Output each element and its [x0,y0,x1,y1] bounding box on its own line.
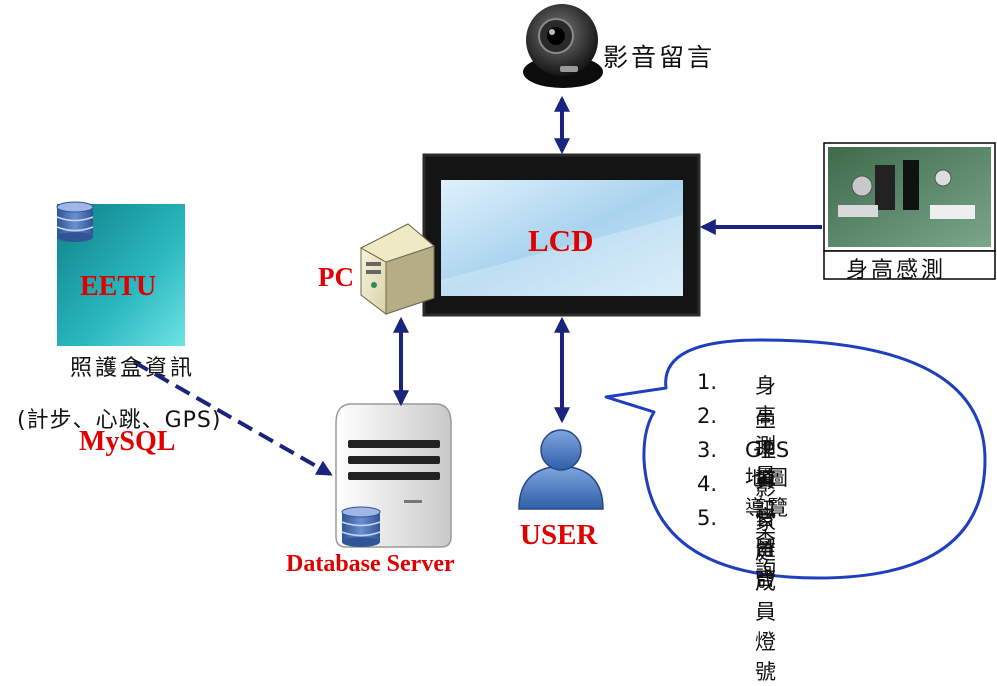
sensor-board-icon [823,142,996,280]
feature-item-text: 生理資訊查詢 [755,408,779,582]
feature-item-number: 1. [697,370,718,394]
feature-item-text: 身高測量 [755,374,779,488]
feature-item-number: 3. [697,438,718,462]
eetu-caption-line1: 照護盒資訊 [70,356,196,381]
pc-icon [359,223,436,316]
feature-item-number: 5. [697,506,718,530]
user-icon [518,429,604,510]
lcd-label: LCD [528,223,594,258]
user-label: USER [520,519,598,551]
lcd-monitor [422,153,701,317]
feature-item-text: 家庭成員燈號 [755,510,779,684]
diagram-canvas [56,4,996,580]
feature-item-number: 2. [697,404,718,428]
camera-label: 影音留言 [603,43,716,72]
database-server-label: Database Server [286,551,455,577]
sensor-label: 身高感測 [846,258,947,283]
feature-item-number: 4. [697,472,718,496]
mysql-label: MySQL [79,426,176,457]
eetu-label: EETU [80,271,157,302]
pc-label: PC [318,262,354,292]
speech-bubble [604,338,987,580]
feature-item-text: 影音留言 [755,476,779,590]
arrow-eetu-server [133,360,333,476]
webcam-icon [523,4,603,88]
feature-item-text: GPS地圖導覽 [745,438,791,520]
eetu-caption-line2: (計步、心跳、GPS) [17,408,222,433]
eetu-database-icon [56,201,94,242]
server-database-icon [341,506,381,547]
connector-arrows [133,95,822,476]
